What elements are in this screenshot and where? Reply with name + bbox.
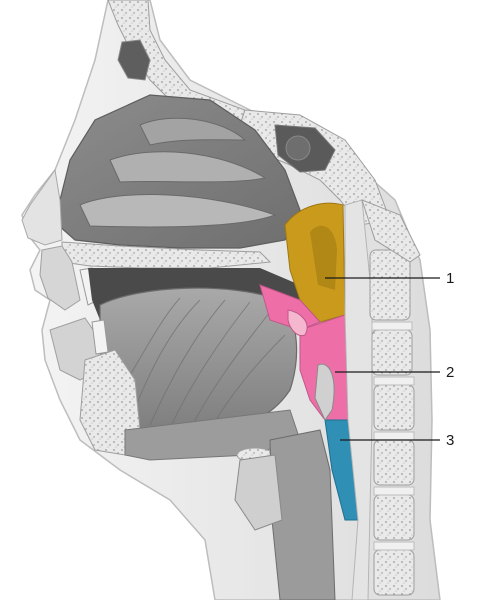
prevertebral-tissue	[344, 199, 373, 600]
epiglottis	[314, 363, 335, 422]
sphenoid-sinus-recess	[285, 135, 311, 161]
frontal-sinus	[117, 39, 151, 81]
label-number-3: 3	[446, 432, 454, 449]
soft-palate-zone	[259, 284, 321, 331]
hard-palate	[61, 241, 272, 269]
label-number-1: 1	[446, 270, 454, 287]
cervical-spine	[361, 199, 421, 596]
nasopharynx-shadow	[310, 225, 337, 290]
external-nose	[21, 168, 63, 246]
inferior-concha	[79, 194, 277, 228]
upper-lip	[39, 245, 81, 311]
label-1-group: 1	[325, 270, 454, 287]
superior-concha	[139, 117, 247, 146]
laryngopharynx-region	[324, 419, 359, 521]
label-number-2: 2	[446, 364, 454, 381]
middle-concha	[109, 151, 267, 183]
label-2-group: 2	[335, 364, 454, 381]
label-3-group: 3	[340, 432, 454, 449]
thyroid-cartilage	[234, 454, 283, 531]
uvula	[287, 309, 308, 337]
